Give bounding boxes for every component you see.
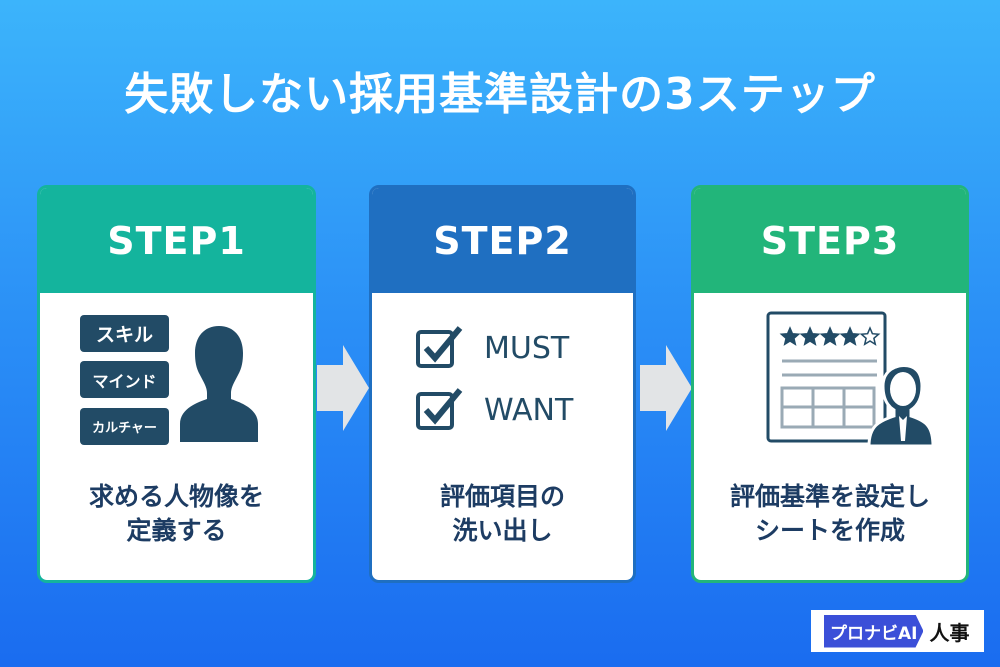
- checkbox-checked-icon: [416, 388, 463, 430]
- person-silhouette-icon: [180, 326, 258, 442]
- brand-logo: プロナビAI 人事: [811, 610, 984, 652]
- step2-header: STEP2: [372, 188, 633, 293]
- star-empty-icon: [859, 326, 881, 346]
- must-label: MUST: [484, 330, 570, 366]
- caption-line: シートを作成: [754, 516, 905, 545]
- star-filled-icon: [819, 326, 841, 346]
- caption-line: 洗い出し: [452, 516, 553, 545]
- step1-caption: 求める人物像を 定義する: [40, 480, 313, 548]
- star-filled-icon: [779, 326, 801, 346]
- step2-card: STEP2 MUST WANT 評価項目の 洗い出し: [369, 185, 636, 583]
- step3-card: STEP3 評価基準を設定し シートを作成: [691, 185, 969, 583]
- step2-caption: 評価項目の 洗い出し: [372, 480, 633, 548]
- arrow-right-icon: [317, 345, 369, 431]
- tag-culture: カルチャー: [80, 408, 169, 445]
- checklist-item-want: WANT: [416, 388, 573, 432]
- checkbox-checked-icon: [416, 326, 463, 368]
- tag-mind: マインド: [80, 361, 169, 398]
- star-filled-icon: [839, 326, 861, 346]
- tag-skill: スキル: [80, 315, 169, 352]
- evaluation-sheet-icon: [766, 311, 935, 446]
- want-label: WANT: [484, 392, 574, 428]
- caption-line: 定義する: [126, 516, 227, 545]
- caption-line: 求める人物像を: [88, 482, 264, 511]
- step1-header: STEP1: [40, 188, 313, 293]
- logo-brand: プロナビAI: [824, 614, 924, 648]
- step3-header: STEP3: [694, 188, 966, 293]
- caption-line: 評価項目の: [439, 482, 565, 511]
- checklist-item-must: MUST: [416, 326, 569, 370]
- step3-caption: 評価基準を設定し シートを作成: [694, 480, 966, 548]
- page-title: 失敗しない採用基準設計の3ステップ: [124, 69, 876, 120]
- step1-card: STEP1 スキル マインド カルチャー 求める人物像を 定義する: [37, 185, 316, 583]
- caption-line: 評価基準を設定し: [729, 482, 930, 511]
- arrow-right-icon: [640, 345, 692, 431]
- logo-suffix: 人事: [929, 620, 970, 645]
- star-filled-icon: [799, 326, 821, 346]
